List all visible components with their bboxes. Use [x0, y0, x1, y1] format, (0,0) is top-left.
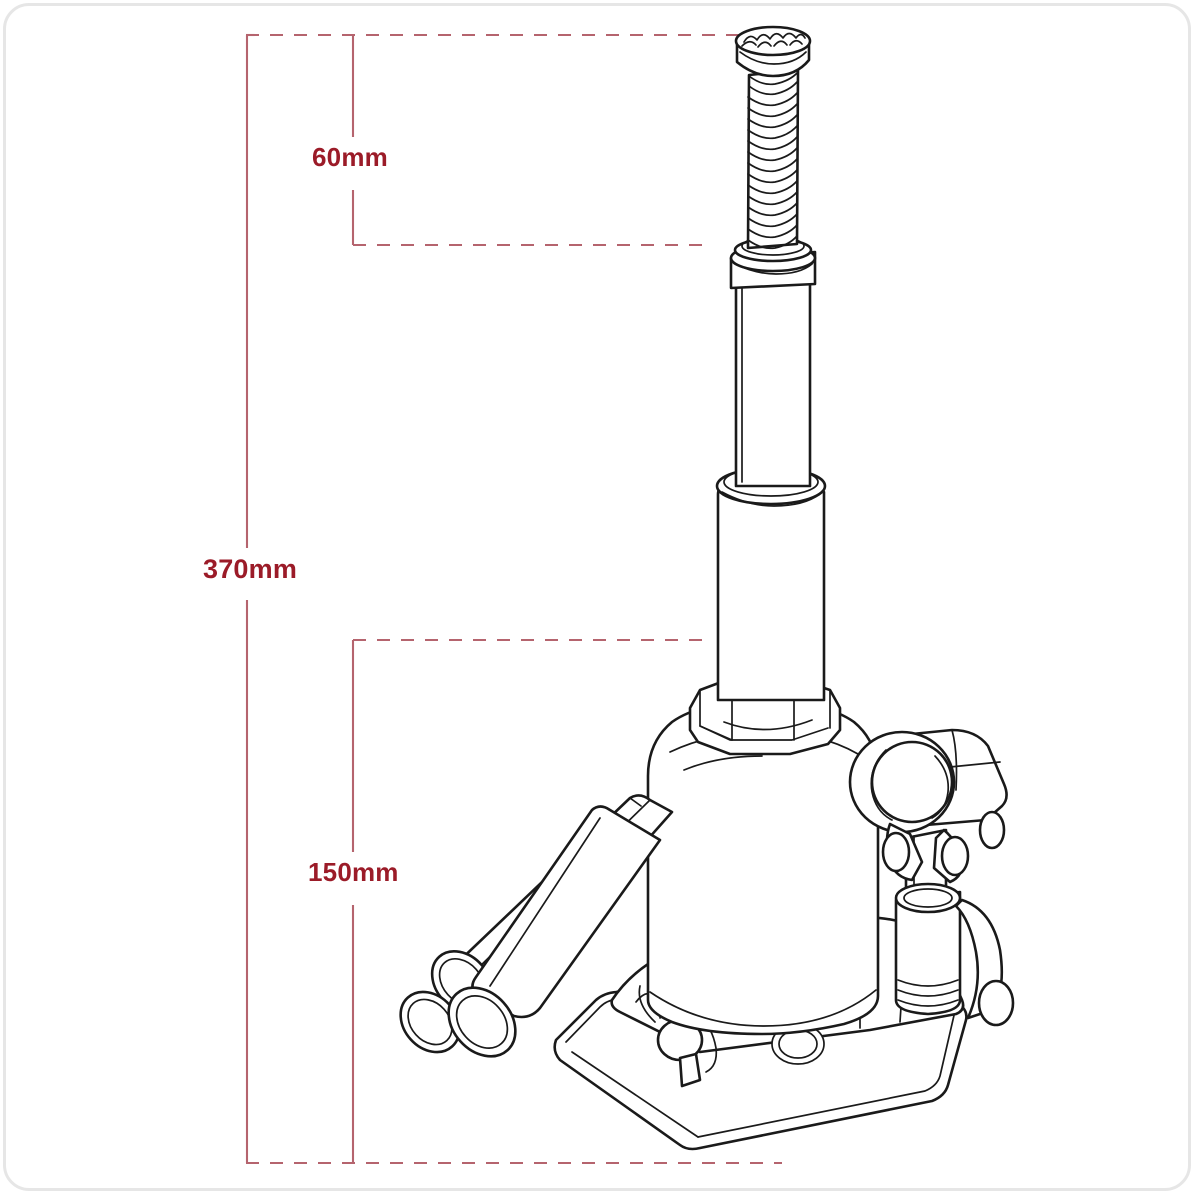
- ram-cylinder-top: [715, 466, 827, 702]
- handle-bar-tubes: [399, 794, 674, 1058]
- base-mount-lug-hole: [977, 979, 1015, 1027]
- jack-geometry: [399, 25, 1015, 1151]
- pump-handle-socket: [848, 730, 956, 834]
- pump-pivot-pin: [978, 810, 1006, 850]
- pump-piston-assembly: [881, 810, 1015, 1027]
- dimension-label-closed-height: 150mm: [301, 857, 406, 889]
- dimension-lines: [245, 33, 782, 1165]
- threaded-screw-extension: [746, 68, 800, 250]
- saddle-cap: [734, 25, 812, 78]
- dimension-label-screw-extension: 60mm: [305, 142, 395, 174]
- dimension-label-overall-height: 370mm: [196, 553, 305, 586]
- ram-piston: [734, 276, 812, 488]
